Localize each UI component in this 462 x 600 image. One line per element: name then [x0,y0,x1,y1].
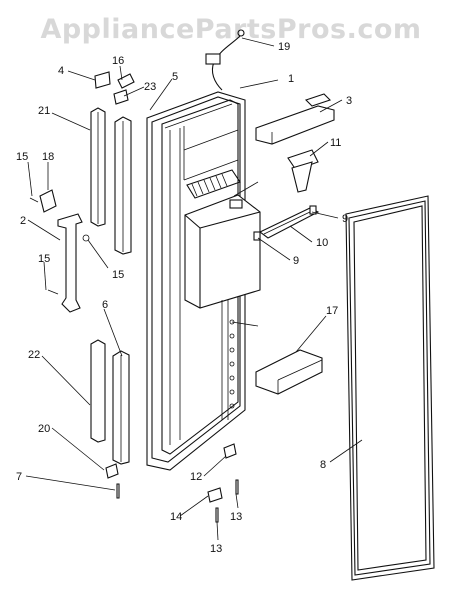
dispenser-chute [287,149,319,193]
wire-harness [205,29,245,91]
trim-strip-5 [114,116,132,255]
callout-1: 1 [288,73,294,85]
callout-19: 19 [278,41,290,53]
callout-15b: 15 [112,269,124,281]
hinge-cap-part [113,73,135,105]
handle-mount-part [29,189,57,213]
callout-5: 5 [172,71,178,83]
lower-hardware [207,443,239,523]
callout-labels: 1 2 3 4 5 6 7 8 9 9 10 11 12 13 13 14 15… [16,41,352,555]
callout-9b: 9 [293,255,299,267]
callout-13a: 13 [230,511,242,523]
callout-7: 7 [16,471,22,483]
callout-18: 18 [42,151,54,163]
callout-16: 16 [112,55,124,67]
callout-14: 14 [170,511,182,523]
callout-12: 12 [190,471,202,483]
leader-lines [25,37,363,541]
callout-6: 6 [102,299,108,311]
trim-clip-part [94,71,111,89]
watermark: AppliancePartsPros.com [40,14,422,45]
callout-10: 10 [316,237,328,249]
callout-8: 8 [320,459,326,471]
callout-3: 3 [346,95,352,107]
door-handle [47,213,90,313]
callout-2: 2 [20,215,26,227]
callout-13b: 13 [210,543,222,555]
callout-17: 17 [326,305,338,317]
callout-15a: 15 [16,151,28,163]
callout-15c: 15 [38,253,50,265]
trim-strip-6 [112,350,130,465]
callout-9a: 9 [342,213,348,225]
callout-20: 20 [38,423,50,435]
trim-strip-21 [90,107,106,227]
door-shelf-bin [255,93,335,145]
callout-22: 22 [28,349,40,361]
callout-21: 21 [38,105,50,117]
callout-11: 11 [330,137,341,149]
door-gasket [345,195,435,581]
callout-23: 23 [144,81,156,93]
lower-door-bin [255,349,323,395]
trim-strip-22 [90,339,106,443]
door-panel [146,91,261,471]
shelf-rail [253,205,320,241]
lower-hinge-part [105,463,120,499]
callout-4: 4 [58,65,64,77]
